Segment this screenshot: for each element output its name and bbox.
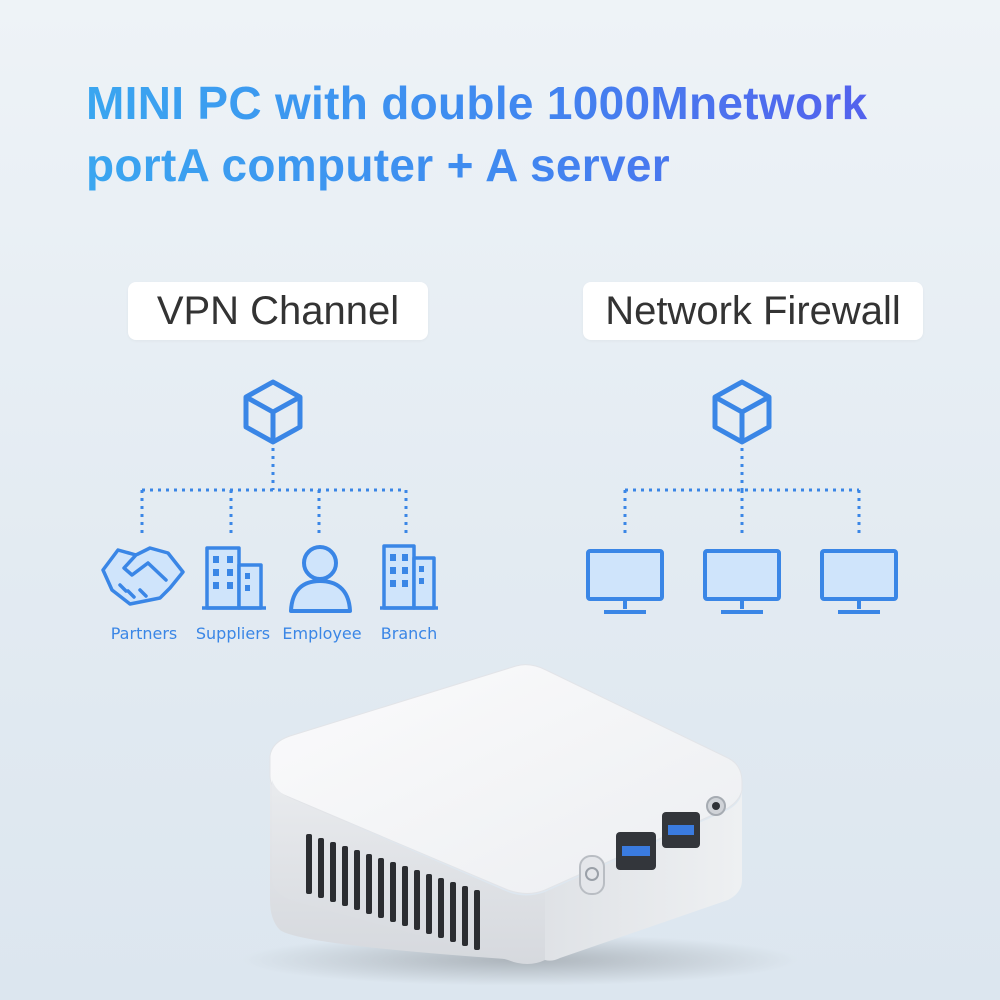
headline-line-2: portA computer + A server <box>86 134 986 196</box>
network-diagrams <box>101 379 898 614</box>
node-label-branch: Branch <box>380 624 438 643</box>
vpn-channel-label: VPN Channel <box>128 282 428 340</box>
building-icon <box>202 546 266 610</box>
network-firewall-label: Network Firewall <box>583 282 923 340</box>
front-ports <box>579 796 726 895</box>
building-icon <box>380 544 438 610</box>
person-icon <box>289 545 352 613</box>
vpn-connector-lines <box>140 448 408 535</box>
headline: MINI PC with double 1000Mnetwork portA c… <box>86 72 986 196</box>
node-label-suppliers: Suppliers <box>195 624 271 643</box>
node-label-partners: Partners <box>110 624 178 643</box>
headline-line-1: MINI PC with double 1000Mnetwork <box>86 72 986 134</box>
cube-icon <box>243 379 303 445</box>
cube-icon <box>712 379 772 445</box>
monitor-icon <box>820 549 898 614</box>
vent-grille <box>306 834 480 950</box>
node-label-employee: Employee <box>282 624 362 643</box>
monitor-icon <box>703 549 781 614</box>
monitor-icon <box>586 549 664 614</box>
handshake-icon <box>101 546 185 606</box>
firewall-connector-lines <box>623 448 861 535</box>
